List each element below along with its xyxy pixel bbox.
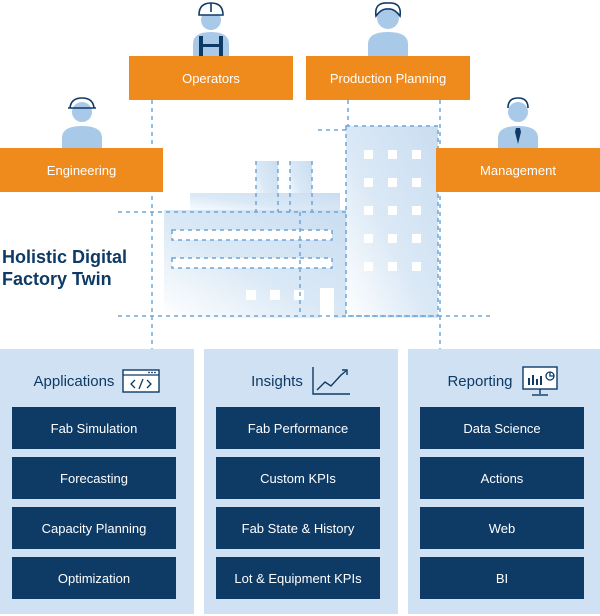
engineer-person-icon bbox=[62, 97, 102, 150]
title-line-2: Factory Twin bbox=[2, 269, 112, 289]
title-line-1: Holistic Digital bbox=[2, 247, 128, 267]
production-planning-label: Production Planning bbox=[306, 56, 470, 100]
monitor-dashboard-icon bbox=[521, 366, 558, 396]
code-window-icon bbox=[122, 369, 161, 393]
item-web: Web bbox=[420, 507, 584, 549]
diagram-title: Holistic Digital Factory Twin bbox=[2, 246, 127, 290]
item-bi: BI bbox=[420, 557, 584, 599]
item-forecasting: Forecasting bbox=[12, 457, 176, 499]
applications-heading: Applications bbox=[0, 369, 194, 393]
reporting-panel: Reporting Data Science Actions Web BI bbox=[408, 349, 600, 614]
reporting-heading: Reporting bbox=[408, 366, 600, 396]
line-chart-icon bbox=[312, 367, 350, 395]
item-fab-state-history: Fab State & History bbox=[216, 507, 380, 549]
engineering-label: Engineering bbox=[0, 148, 163, 192]
management-label: Management bbox=[436, 148, 600, 192]
insights-panel: Insights Fab Performance Custom KPIs Fab… bbox=[204, 349, 398, 614]
tower-windows bbox=[172, 150, 421, 318]
applications-panel: Applications Fab Simulation Forecasting … bbox=[0, 349, 194, 614]
planner-person-icon bbox=[368, 2, 408, 56]
reporting-heading-text: Reporting bbox=[447, 372, 513, 390]
insights-heading: Insights bbox=[204, 367, 398, 395]
dashed-connectors bbox=[118, 100, 490, 349]
applications-heading-text: Applications bbox=[33, 372, 115, 390]
item-capacity-planning: Capacity Planning bbox=[12, 507, 176, 549]
item-optimization: Optimization bbox=[12, 557, 176, 599]
item-data-science: Data Science bbox=[420, 407, 584, 449]
item-actions: Actions bbox=[420, 457, 584, 499]
item-custom-kpis: Custom KPIs bbox=[216, 457, 380, 499]
operators-label: Operators bbox=[129, 56, 293, 100]
manager-person-icon bbox=[498, 97, 538, 150]
item-fab-simulation: Fab Simulation bbox=[12, 407, 176, 449]
insights-heading-text: Insights bbox=[251, 372, 303, 390]
item-lot-equipment-kpis: Lot & Equipment KPIs bbox=[216, 557, 380, 599]
item-fab-performance: Fab Performance bbox=[216, 407, 380, 449]
operator-person-icon bbox=[193, 2, 229, 56]
